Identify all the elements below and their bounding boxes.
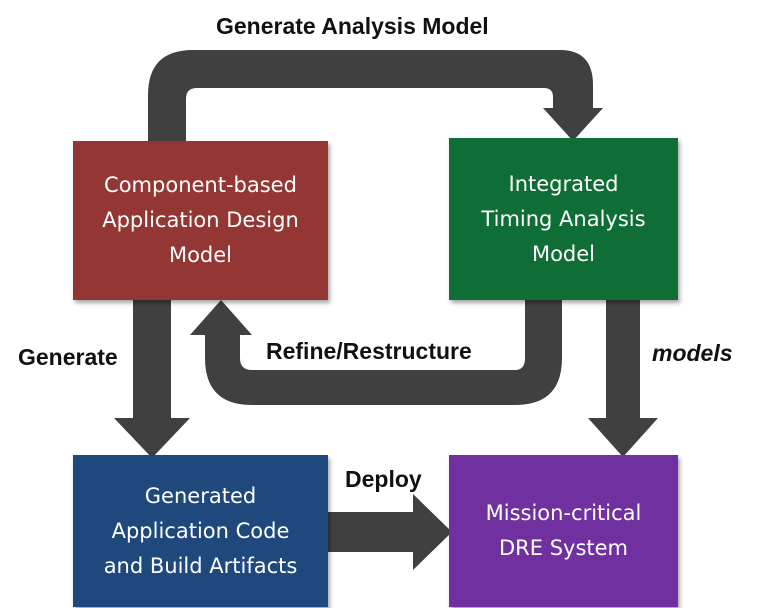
dre-system-line-1: Mission-critical [485,501,642,525]
refine-restructure-label: Refine/Restructure [266,338,472,364]
dre-system-box: Mission-critical DRE System [449,455,678,607]
deploy-label: Deploy [345,466,422,492]
design-model-box: Component-based Application Design Model [73,141,328,300]
generate-arrow-icon [114,299,190,458]
dre-system-line-2: DRE System [498,536,628,560]
timing-model-line-2: Timing Analysis [481,206,646,231]
generate-analysis-arrow-icon [148,50,603,143]
models-arrow-icon [588,299,658,457]
generated-code-line-2: Application Code [111,518,290,543]
timing-model-box: Integrated Timing Analysis Model [449,138,678,300]
models-label: models [652,340,733,366]
deploy-arrow-icon [325,494,452,570]
timing-model-line-1: Integrated [508,171,619,196]
generated-code-line-3: and Build Artifacts [103,553,298,578]
design-model-line-2: Application Design [102,208,299,232]
design-model-line-3: Model [168,243,233,267]
refine-arrow-icon [190,300,562,405]
generate-label: Generate [18,344,118,370]
timing-model-line-3: Model [531,241,596,266]
design-model-line-1: Component-based [104,173,297,197]
generated-code-line-1: Generated [144,483,257,508]
generated-code-box: Generated Application Code and Build Art… [73,455,328,607]
generate-analysis-label: Generate Analysis Model [216,13,489,39]
